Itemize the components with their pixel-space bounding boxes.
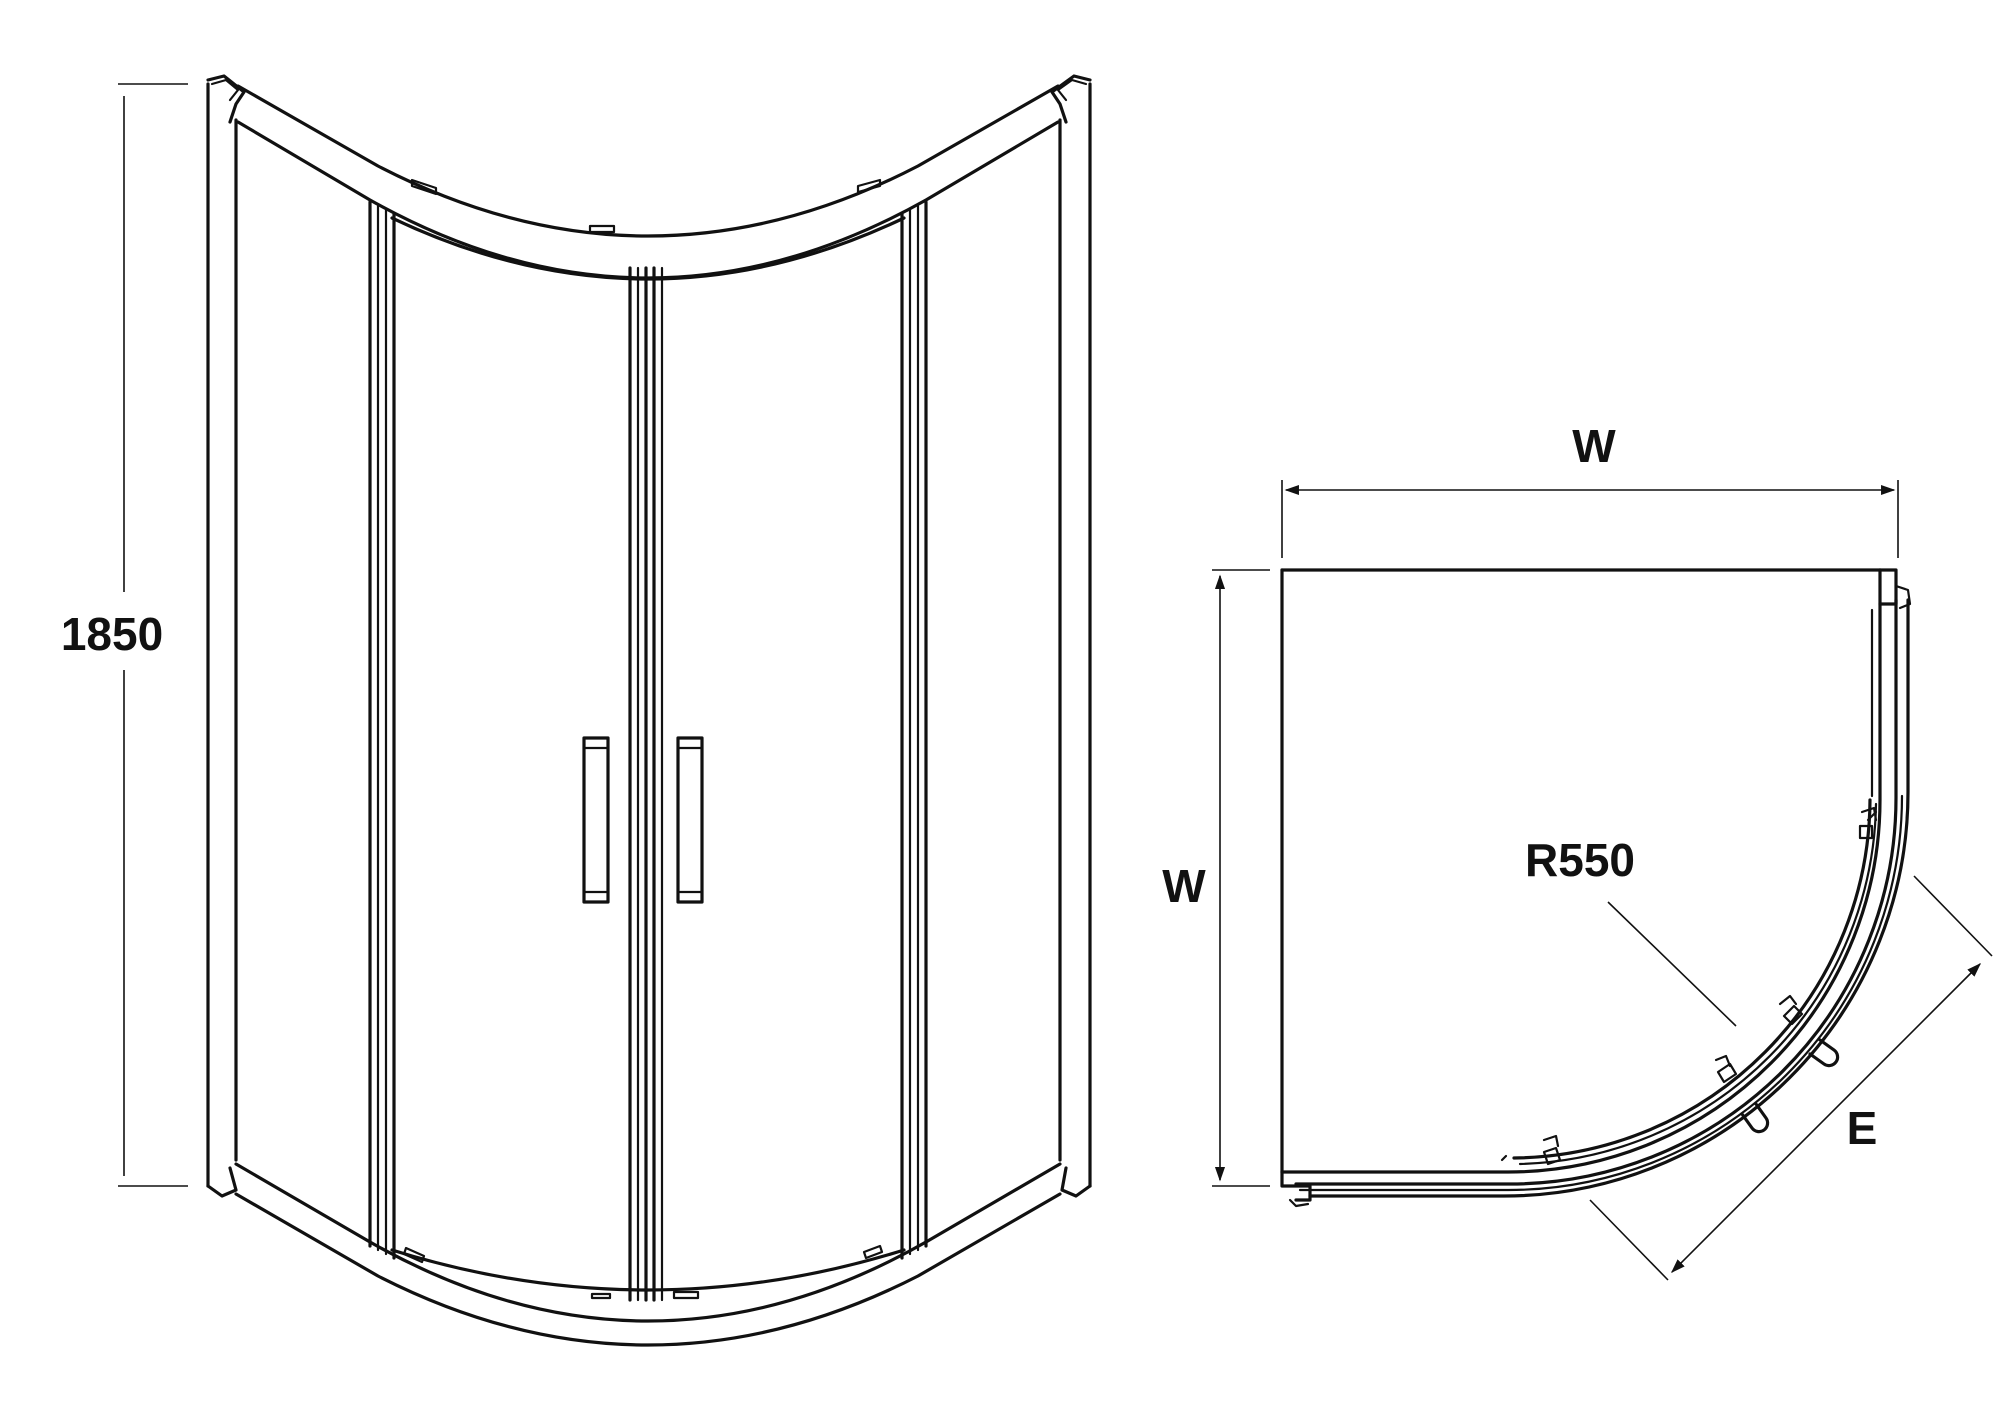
radius-label: R550 xyxy=(1525,834,1635,886)
sliding-door-plan xyxy=(1500,608,1878,1166)
centre-meeting-stiles xyxy=(628,266,664,1302)
side-width-dimension xyxy=(1212,569,1270,1187)
side-width-label: W xyxy=(1162,860,1206,912)
entry-dimension xyxy=(1589,875,1993,1281)
left-post xyxy=(206,74,246,1198)
radius-leader xyxy=(1607,901,1737,1027)
right-door-handle xyxy=(676,736,704,904)
top-width-dimension xyxy=(1281,480,1899,558)
plan-view: W W xyxy=(1162,420,1993,1281)
right-fixed-panel xyxy=(900,200,928,1260)
left-fixed-panel xyxy=(368,200,396,1260)
height-dimension xyxy=(118,83,188,1187)
front-view: 1850 xyxy=(61,74,1092,1347)
enclosure-plan-outline xyxy=(1280,568,1912,1208)
entry-label: E xyxy=(1847,1102,1878,1154)
top-width-label: W xyxy=(1572,420,1616,472)
height-label: 1850 xyxy=(61,608,163,660)
bottom-track xyxy=(234,1162,1062,1347)
right-post xyxy=(1050,74,1092,1198)
left-door-handle xyxy=(582,736,610,904)
top-track xyxy=(236,84,1060,281)
